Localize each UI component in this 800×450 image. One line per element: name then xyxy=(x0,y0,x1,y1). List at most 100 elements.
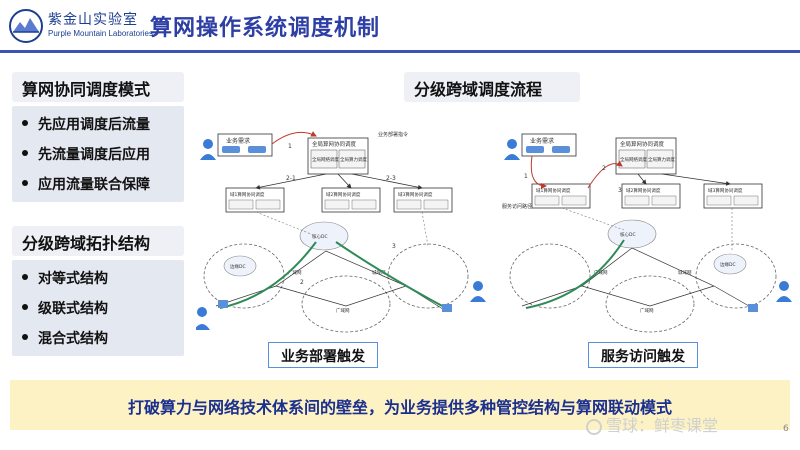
list-item-label: 先应用调度后流量 xyxy=(38,117,150,133)
list-item-label: 级联式结构 xyxy=(38,301,108,317)
bullet-dot-icon xyxy=(22,304,28,310)
collab-modes-list: 先应用调度后流量 先流量调度后应用 应用流量联合保障 xyxy=(12,106,184,202)
list-item: 级联式结构 xyxy=(22,298,108,318)
flow-arrow xyxy=(337,173,352,189)
deploy-annotation: 业务部署指令 xyxy=(378,131,408,138)
domain-box-1: 域1算网协同调度 xyxy=(531,183,591,209)
control-link xyxy=(255,211,317,237)
step-label: 1 xyxy=(288,143,292,150)
flow-arrow xyxy=(637,173,647,185)
global-compute-box xyxy=(338,149,366,169)
app-icon xyxy=(222,146,240,153)
global-compute-box xyxy=(646,149,674,169)
list-item: 对等式结构 xyxy=(22,268,108,288)
service-label: 业务需求 xyxy=(226,137,250,145)
edge-dc-cloud xyxy=(223,255,257,277)
edge-dc-cloud xyxy=(713,253,747,275)
global-scheduler-label: 全局算网协同调度 xyxy=(312,140,357,148)
step-label: 1 xyxy=(524,173,528,180)
domain-box-label: 域2算网协同调度 xyxy=(326,191,361,198)
domain-2-region xyxy=(605,275,695,333)
bullet-dot-icon xyxy=(22,274,28,280)
domain-box-label: 域1算网协同调度 xyxy=(230,191,265,198)
logo-chinese-name: 紫金山实验室 xyxy=(48,12,138,28)
domain-2-region xyxy=(301,275,391,333)
domain-1-region xyxy=(509,243,591,309)
user-icon xyxy=(200,139,216,160)
global-network-box xyxy=(618,149,646,169)
domain-box-label: 域3算网协同调度 xyxy=(708,187,743,194)
app-icon xyxy=(442,304,452,312)
flow-arrow xyxy=(351,173,423,190)
list-item-label: 先流量调度后应用 xyxy=(38,147,150,163)
network-link xyxy=(521,247,757,311)
network-link xyxy=(275,285,407,307)
list-item: 先流量调度后应用 xyxy=(22,144,150,164)
app-icon xyxy=(526,146,544,153)
snowball-icon xyxy=(586,418,602,435)
list-item-label: 对等式结构 xyxy=(38,271,108,287)
bullet-dot-icon xyxy=(22,334,28,340)
summary-text: 打破算力与网络技术体系间的壁垒，为业务提供多种管控结构与算网联动模式 xyxy=(127,398,672,417)
network-link xyxy=(581,285,715,307)
global-compute-label: 全局算力调度 xyxy=(648,156,675,163)
node-label: 核心DC xyxy=(620,231,636,238)
domain-box-3: 域3算网协同调度 xyxy=(393,187,453,213)
purple-mountain-logo-icon xyxy=(9,9,43,43)
step-label: 2 xyxy=(300,279,304,286)
node-label: 城域网 xyxy=(372,269,386,276)
step-label: 3 xyxy=(392,243,396,250)
deployment-trigger-diagram: 业务需求 全局算网协同调度 全局网络调度 全局算力调度 业务部署指令 1 域1算… xyxy=(196,131,486,333)
list-item-label: 应用流量联合保障 xyxy=(38,177,150,193)
domain-box-3: 域3算网协同调度 xyxy=(703,183,763,209)
global-network-label: 全局网络调度 xyxy=(312,156,339,163)
section-heading-process: 分级跨域调度流程 xyxy=(404,72,580,102)
domain-box-1: 域1算网协同调度 xyxy=(225,187,285,213)
global-network-box xyxy=(310,149,338,169)
page-number: 6 xyxy=(783,424,789,434)
app-icon xyxy=(218,300,228,308)
title-divider xyxy=(0,50,800,53)
flow-arrow xyxy=(255,173,327,190)
section-heading-topology: 分级跨域拓扑结构 xyxy=(12,226,184,256)
domain-3-region xyxy=(387,243,469,309)
summary-banner: 打破算力与网络技术体系间的壁垒，为业务提供多种管控结构与算网联动模式 xyxy=(10,380,790,430)
app-icon xyxy=(248,146,266,153)
domain-box-label: 域3算网协同调度 xyxy=(398,191,433,198)
traffic-path xyxy=(525,239,625,309)
traffic-path xyxy=(219,241,317,309)
deploy-trigger-label: 业务部署触发 xyxy=(268,342,378,368)
list-item: 应用流量联合保障 xyxy=(22,174,150,194)
access-trigger-label: 服务访问触发 xyxy=(588,342,698,368)
list-item-label: 混合式结构 xyxy=(38,331,108,347)
domain-3-region xyxy=(695,243,777,309)
access-trigger-diagram: 业务需求 全局算网协同调度 全局网络调度 全局算力调度 服务访问路径 域1算网协… xyxy=(502,133,792,333)
bullet-dot-icon xyxy=(22,150,28,156)
flow-arrow xyxy=(271,131,317,145)
flow-arrow xyxy=(661,173,731,186)
topology-list: 对等式结构 级联式结构 混合式结构 xyxy=(12,260,184,356)
step-label: 2-3 xyxy=(386,175,396,182)
end-user-icon xyxy=(776,281,792,302)
node-label: 广域网 xyxy=(336,307,350,314)
traffic-path xyxy=(335,241,447,309)
step-label: 2-1 xyxy=(286,175,296,182)
node-label: 边缘DC xyxy=(720,261,736,268)
bullet-dot-icon xyxy=(22,180,28,186)
app-icon xyxy=(748,304,758,312)
domain-box-2: 域2算网协同调度 xyxy=(321,187,381,213)
node-label: 核心DC xyxy=(312,233,328,240)
section-heading-collab-modes: 算网协同调度模式 xyxy=(12,72,184,102)
list-item: 混合式结构 xyxy=(22,328,108,348)
bullet-dot-icon xyxy=(22,120,28,126)
access-annotation: 服务访问路径 xyxy=(502,203,532,210)
watermark-text: 雪球：鲜枣课堂 xyxy=(606,416,719,435)
domain-box-label: 域1算网协同调度 xyxy=(536,187,571,194)
watermark: 雪球：鲜枣课堂 xyxy=(586,412,718,436)
flow-arrow xyxy=(587,160,623,189)
control-link xyxy=(561,207,625,231)
global-scheduler-label: 全局算网协同调度 xyxy=(620,140,665,148)
step-label: 2 xyxy=(602,165,606,172)
domain-box-2: 域2算网协同调度 xyxy=(621,183,681,209)
list-item: 先应用调度后流量 xyxy=(22,114,150,134)
